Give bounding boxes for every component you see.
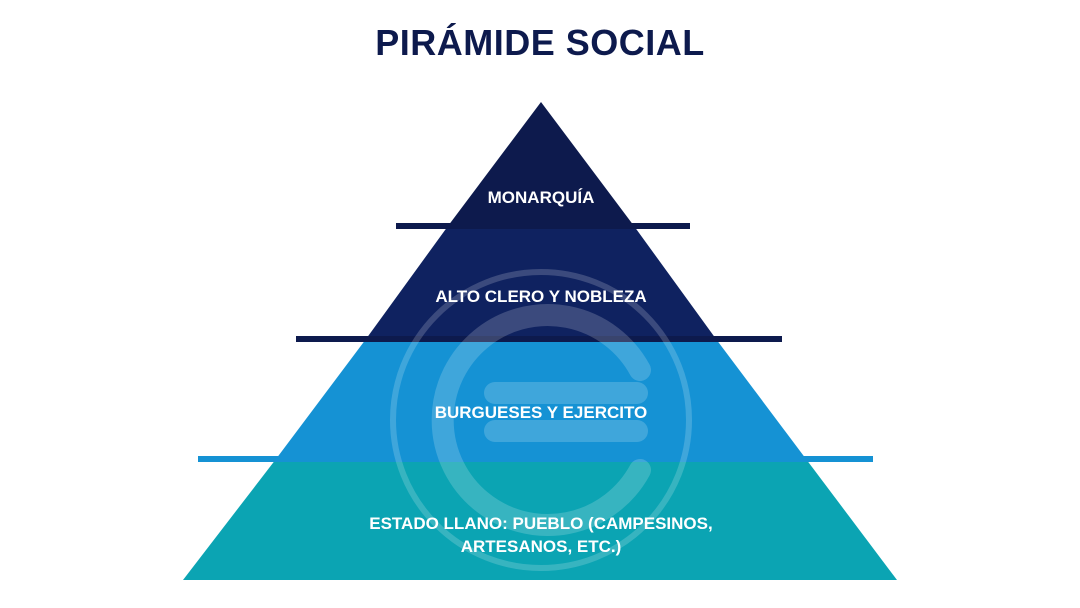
circle-c-logo-icon [390, 269, 692, 571]
pyramid-level-burgueses [276, 339, 806, 459]
divider-bar-2 [296, 336, 782, 342]
level-label-estado-llano-line1: ESTADO LLANO: PUEBLO (CAMPESINOS, [369, 514, 712, 533]
level-label-monarquia: MONARQUÍA [488, 188, 595, 207]
page-title: PIRÁMIDE SOCIAL [375, 22, 705, 63]
pyramid-level-alto-clero [366, 226, 716, 339]
divider-bar-3 [198, 456, 873, 462]
divider-bar-1 [396, 223, 690, 229]
pyramid-level-monarquia [448, 102, 634, 226]
level-label-burgueses: BURGUESES Y EJERCITO [435, 403, 648, 422]
pyramid-level-estado-llano [183, 459, 897, 580]
level-label-alto-clero: ALTO CLERO Y NOBLEZA [435, 287, 646, 306]
level-label-estado-llano-line2: ARTESANOS, ETC.) [461, 537, 622, 556]
